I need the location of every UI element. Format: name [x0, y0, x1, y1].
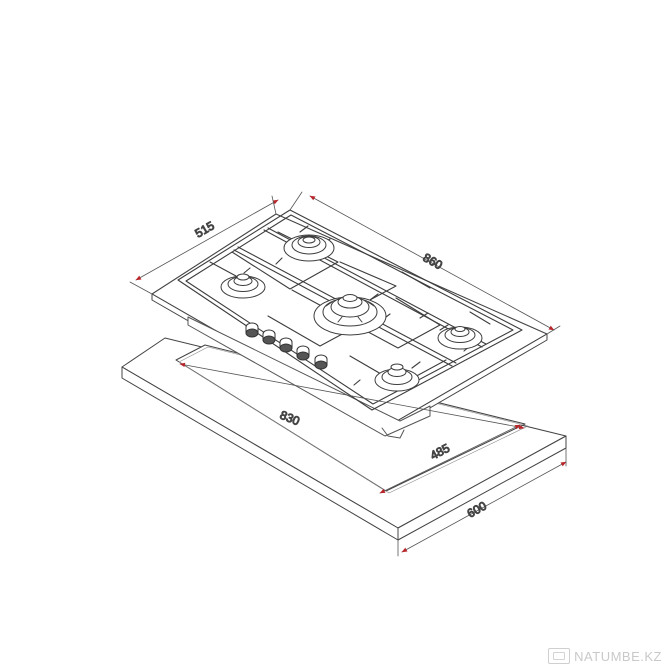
watermark-text: NATUMBE.KZ — [574, 648, 662, 664]
knob-2 — [262, 329, 276, 345]
burner-right — [437, 326, 483, 350]
dim-860-label: 860 — [421, 250, 446, 272]
knob-3 — [279, 337, 293, 353]
dim-860-ext-2 — [546, 325, 561, 335]
cutout-inner-shade — [178, 346, 529, 494]
dim-515-ext-1 — [129, 281, 153, 295]
dim-860-ext-1 — [289, 191, 303, 211]
dim-830-line — [179, 362, 525, 430]
dim-600-line — [401, 461, 567, 553]
knob-5 — [314, 354, 328, 370]
dimension-lines — [129, 191, 567, 557]
watermark-logo-icon — [548, 648, 571, 664]
dim-515-ext-2 — [271, 195, 277, 215]
watermark: NATUMBE.KZ — [548, 648, 662, 664]
knob-1 — [245, 322, 259, 338]
grate-cross-4 — [267, 315, 347, 347]
knob-4 — [296, 345, 310, 361]
dim-515-label: 515 — [193, 218, 218, 240]
burner-back-left — [283, 234, 335, 262]
dim-860-line — [309, 195, 555, 331]
dim-515-line — [135, 199, 279, 281]
